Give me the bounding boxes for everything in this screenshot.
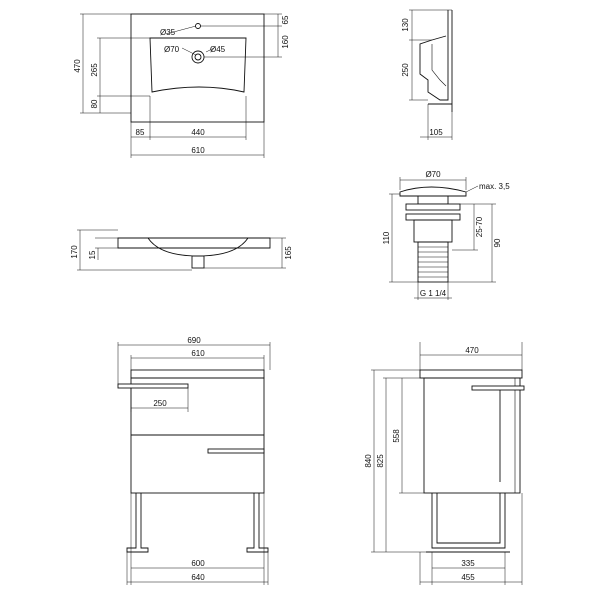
tap-hole-label: Ø35 <box>160 28 176 37</box>
towel-rail <box>117 383 189 389</box>
dim-265-label: 265 <box>90 63 99 77</box>
drain-thread-label: G 1 1/4 <box>420 289 447 298</box>
dim-470-label: 470 <box>73 59 82 73</box>
dim-165-label: 165 <box>284 246 293 260</box>
drain-110-label: 110 <box>382 231 391 244</box>
tap-hole-icon <box>195 23 201 29</box>
sink-side-view: 130 250 105 <box>401 9 453 140</box>
sink-top-view: Ø35 Ø70 Ø45 470 265 80 65 160 85 440 610 <box>73 13 290 158</box>
cabinet-body <box>130 377 265 494</box>
cabinet-side-view: 840 825 558 470 335 455 <box>364 342 525 585</box>
drain-max-label: max. 3,5 <box>479 182 510 191</box>
drawer-handle <box>207 448 265 454</box>
sink-front-basin <box>147 237 249 257</box>
sink-top-outline <box>130 13 265 123</box>
drain-inner-circle <box>194 53 202 61</box>
drain-outer-label: Ø70 <box>164 45 180 54</box>
drain-cap-label: Ø70 <box>425 170 441 179</box>
drain-valve-view: Ø70 max. 3,5 110 25-70 90 G 1 1/4 <box>382 170 510 300</box>
dim-470-cabinet-label: 470 <box>465 346 479 355</box>
drain-range-label: 25-70 <box>475 216 484 237</box>
dim-250-label: 250 <box>401 63 410 77</box>
dim-85-label: 85 <box>136 128 145 137</box>
sink-side-profile <box>419 10 449 101</box>
dim-250-cabinet-label: 250 <box>153 399 167 408</box>
drain-flange <box>405 203 461 211</box>
cabinet-leg-left <box>126 493 149 553</box>
cabinet-side-body <box>423 377 521 494</box>
drain-inner-label: Ø45 <box>210 45 226 54</box>
dim-610-cabinet-label: 610 <box>191 349 205 358</box>
dim-65-label: 65 <box>281 15 290 24</box>
drain-body <box>417 195 449 205</box>
sink-basin-outline <box>149 37 247 93</box>
cabinet-leg-right <box>246 493 269 553</box>
dim-170-label: 170 <box>70 245 79 259</box>
sink-front-drain <box>191 255 205 269</box>
dim-440-label: 440 <box>191 128 205 137</box>
cabinet-front-view: 690 610 250 600 640 <box>117 336 271 585</box>
drain-cap <box>399 186 467 197</box>
cabinet-side-top <box>419 369 523 379</box>
drain-90-label: 90 <box>493 238 502 247</box>
dim-558-label: 558 <box>392 429 401 443</box>
cabinet-side-rail <box>471 385 525 391</box>
dim-610-label: 610 <box>191 146 205 155</box>
dim-130-label: 130 <box>401 18 410 32</box>
dim-335-label: 335 <box>461 559 475 568</box>
dim-600-label: 600 <box>191 559 205 568</box>
dim-455-label: 455 <box>461 573 475 582</box>
sink-front-view: 170 15 165 <box>70 229 293 271</box>
dim-105-label: 105 <box>429 128 443 137</box>
dim-825-label: 825 <box>376 454 385 468</box>
cabinet-side-base <box>431 493 506 549</box>
dim-160-label: 160 <box>281 35 290 49</box>
dim-640-label: 640 <box>191 573 205 582</box>
sink-front-slab <box>117 237 271 249</box>
dim-690-label: 690 <box>187 336 201 345</box>
dim-15-label: 15 <box>88 250 97 259</box>
dim-840-label: 840 <box>364 454 373 468</box>
dim-80-label: 80 <box>90 99 99 108</box>
cabinet-top-slab <box>130 369 265 379</box>
drain-outer-circle <box>191 50 205 64</box>
